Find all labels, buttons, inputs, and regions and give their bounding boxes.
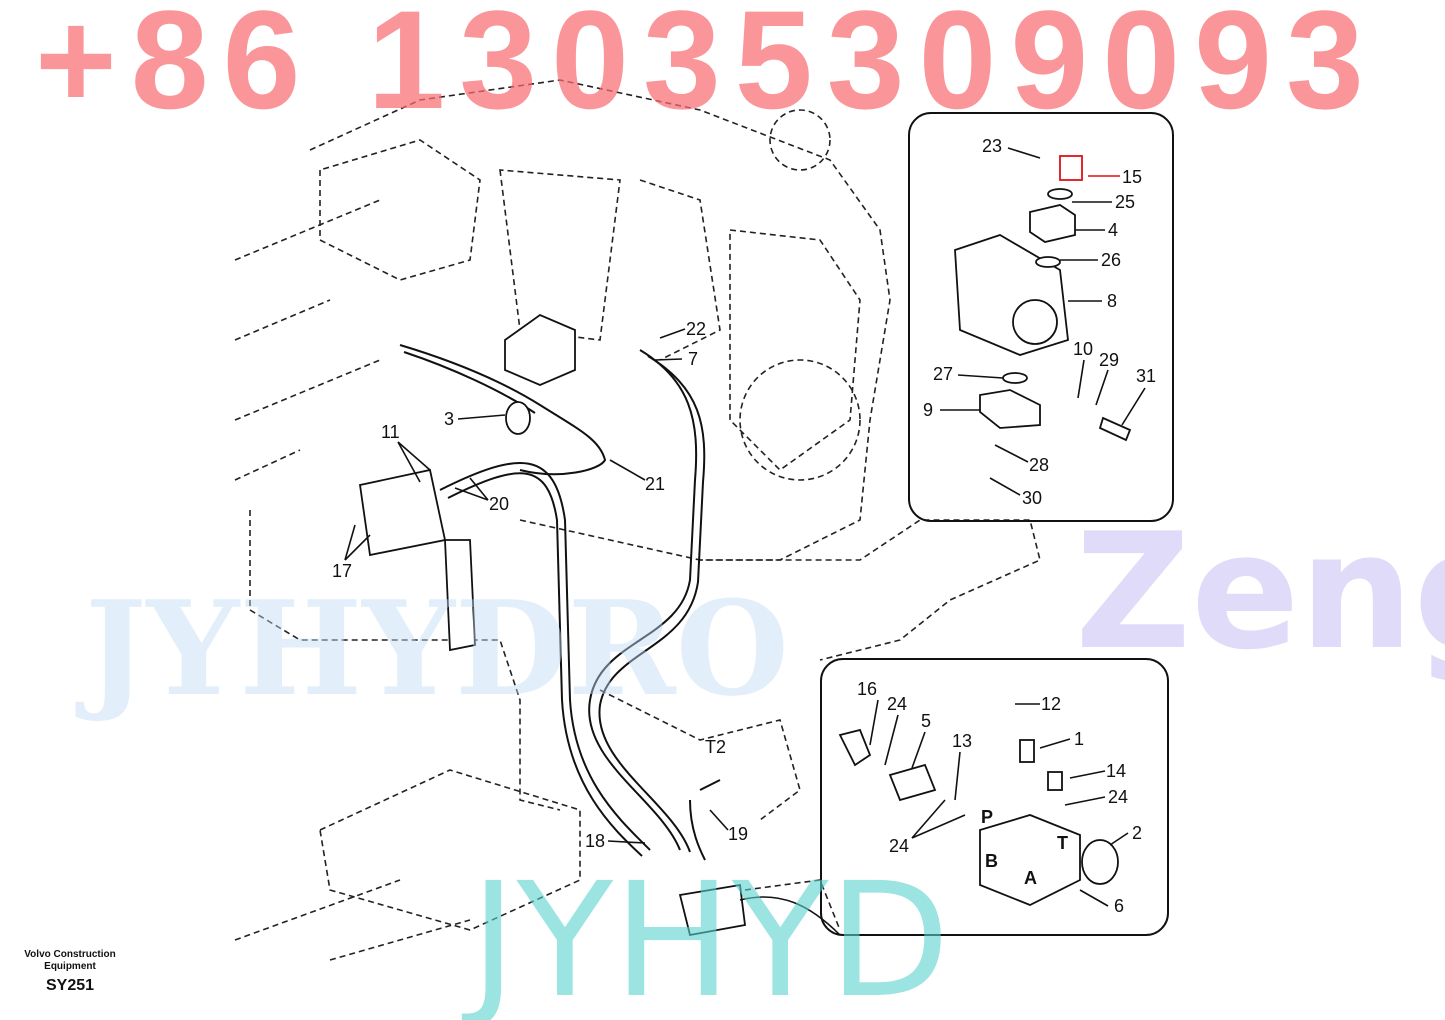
grommet-part <box>505 401 531 435</box>
port-label: T <box>1057 833 1068 853</box>
callout-label: 20 <box>489 494 509 514</box>
valve-part <box>979 389 1041 429</box>
callout-label: 13 <box>952 731 972 751</box>
main-labels: 22 7 3 11 20 21 17 18 19 T2 <box>332 319 748 851</box>
port-label: P <box>981 807 993 827</box>
callout-label: 5 <box>921 711 931 731</box>
callout-label: 11 <box>381 422 400 442</box>
callout-label: 9 <box>923 400 933 420</box>
callout-label: 27 <box>933 364 953 384</box>
oring-part <box>1035 256 1061 268</box>
callout-label: 2 <box>1132 823 1142 843</box>
callout-label: 24 <box>887 694 907 714</box>
callout-label: 7 <box>688 349 698 369</box>
callout-label: 31 <box>1136 366 1156 386</box>
callout-label: 17 <box>332 561 352 581</box>
callout-label: 25 <box>1115 192 1135 212</box>
motor-shaft-part <box>1012 299 1058 345</box>
elbow-fitting-part <box>838 728 872 767</box>
callout-label: 16 <box>857 679 877 699</box>
oring-part <box>1002 372 1028 384</box>
callout-label: 21 <box>645 474 665 494</box>
callout-label: 26 <box>1101 250 1121 270</box>
callout-label: 19 <box>728 824 748 844</box>
leader-lines <box>344 147 1146 907</box>
inset-valve-labels: 16 24 5 12 1 13 14 24 2 24 P T B A 6 <box>857 679 1142 916</box>
port-label: A <box>1024 868 1037 888</box>
callout-label: 24 <box>889 836 909 856</box>
mount-part <box>444 539 476 652</box>
callout-label: T2 <box>705 737 726 757</box>
callout-label: 10 <box>1073 339 1093 359</box>
parts <box>358 313 746 937</box>
callout-label: 14 <box>1106 761 1126 781</box>
callout-label: 15 <box>1122 167 1142 187</box>
inset-motor-frame <box>908 112 1174 522</box>
callout-label: 1 <box>1074 729 1084 749</box>
inset-motor-labels: 23 15 25 4 26 8 10 29 31 27 9 28 30 <box>923 136 1156 508</box>
callout-label: 3 <box>444 409 454 429</box>
oring-part <box>1047 188 1073 200</box>
bracket-part <box>358 468 447 557</box>
bolt-part <box>1098 416 1132 442</box>
manufacturer-name: Volvo Construction Equipment <box>24 949 116 972</box>
inset-leader <box>739 896 841 936</box>
callout-label: 24 <box>1108 787 1128 807</box>
solenoid-part <box>1081 839 1119 885</box>
elbow-part <box>1059 155 1083 181</box>
port-label: B <box>985 851 998 871</box>
valve-block-part <box>678 883 746 937</box>
callout-label: 30 <box>1022 488 1042 508</box>
hoses <box>399 344 721 861</box>
inset-valve-frame <box>820 658 1169 936</box>
diagram-footer: Volvo Construction Equipment SY251 <box>10 949 130 995</box>
callout-label: 12 <box>1041 694 1061 714</box>
diagram-code: SY251 <box>45 977 95 994</box>
callout-label: 4 <box>1108 220 1118 240</box>
flange-part <box>1029 204 1076 243</box>
callout-label: 23 <box>982 136 1002 156</box>
callout-label: 29 <box>1099 350 1119 370</box>
callout-label: 8 <box>1107 291 1117 311</box>
sleeve-part <box>888 763 937 802</box>
callout-label: 28 <box>1029 455 1049 475</box>
fitting-part <box>1047 771 1063 791</box>
callout-label: 18 <box>585 831 605 851</box>
callout-label: 22 <box>686 319 706 339</box>
callout-label: 6 <box>1114 896 1124 916</box>
valve-body-part <box>979 814 1081 906</box>
fitting-part <box>1019 739 1035 763</box>
pump-part <box>504 313 576 386</box>
engine-outline <box>234 79 1041 961</box>
